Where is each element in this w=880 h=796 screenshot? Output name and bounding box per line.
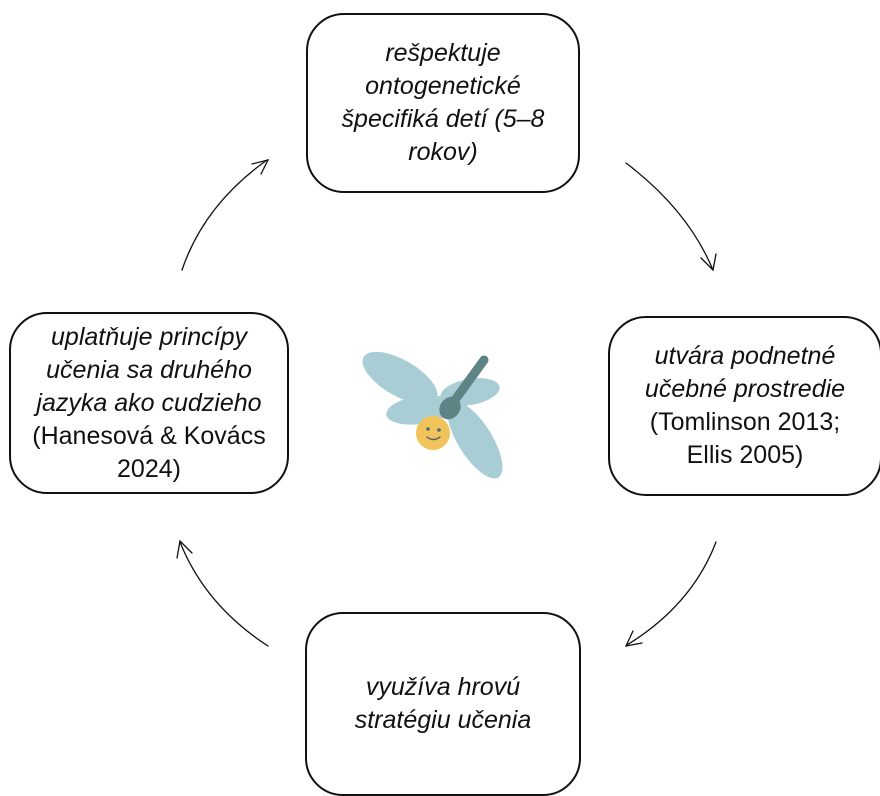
arrow-top-to-right <box>625 162 714 271</box>
cycle-node-right: utvára podnetné učebné prostredie (Tomli… <box>608 316 880 496</box>
node-top-text: rešpektuje ontogenetické špecifiká detí … <box>341 39 545 166</box>
node-left-text: uplatňuje princípy učenia sa druhého jaz… <box>36 322 262 417</box>
node-right-text: utvára podnetné učebné prostredie <box>644 342 846 403</box>
node-right-citation: (Tomlinson 2013; Ellis 2005) <box>649 408 841 469</box>
arrowhead-bottom-to-left <box>176 539 193 559</box>
dragonfly-icon <box>362 351 503 479</box>
cycle-node-top: rešpektuje ontogenetické špecifiká detí … <box>306 13 580 193</box>
node-bottom-text: využíva hrovú stratégiu učenia <box>354 673 532 734</box>
arrowhead-top-to-right <box>700 253 717 272</box>
node-left-citation: (Hanesová & Kovács 2024) <box>32 421 266 483</box>
arrow-bottom-to-left <box>179 541 269 647</box>
arrow-right-to-bottom <box>626 541 717 646</box>
arrowhead-right-to-bottom <box>624 630 643 647</box>
cycle-node-left: uplatňuje princípy učenia sa druhého jaz… <box>9 312 289 494</box>
arrow-left-to-top <box>181 159 268 271</box>
cycle-node-bottom: využíva hrovú stratégiu učenia <box>305 612 581 796</box>
arrowhead-left-to-top <box>251 159 270 175</box>
